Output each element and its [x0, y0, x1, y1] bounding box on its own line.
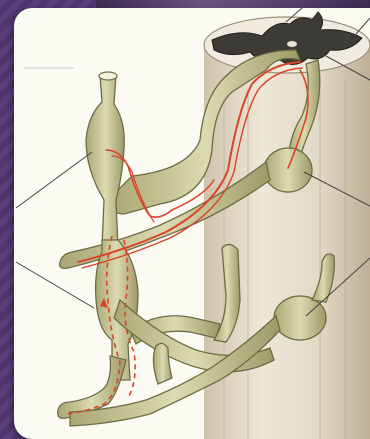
reflex-arc-illustration — [14, 8, 370, 439]
slide-frame — [14, 8, 370, 439]
